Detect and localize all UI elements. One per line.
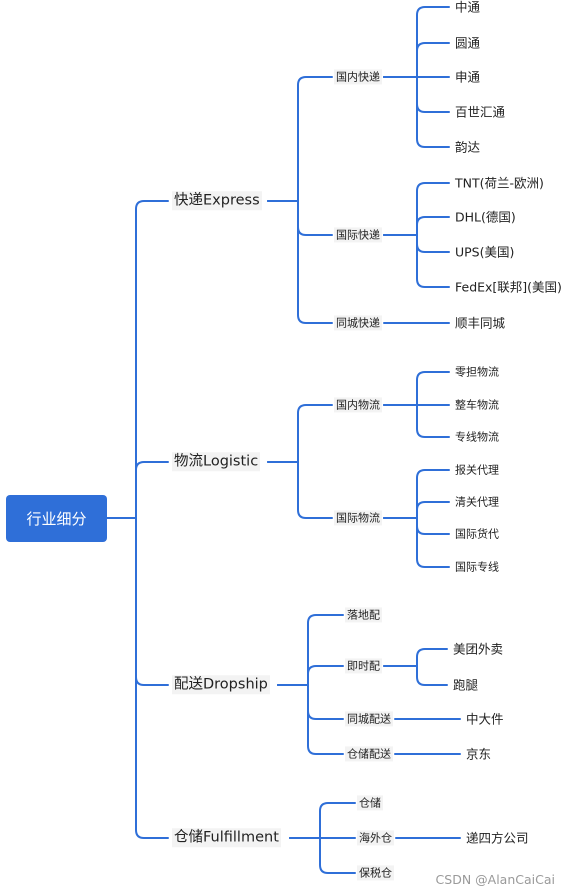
- leaf-node[interactable]: 韵达: [455, 139, 481, 155]
- connector-category-to-leaf: [383, 501, 450, 519]
- connector-category-to-leaf: [383, 517, 450, 568]
- leaf-node[interactable]: 零担物流: [455, 365, 499, 379]
- connector-branch-to-category: [267, 404, 333, 463]
- connector-category-to-leaf: [383, 216, 450, 236]
- leaf-node[interactable]: 国际货代: [455, 527, 499, 541]
- branch-node[interactable]: 快递Express: [172, 191, 262, 211]
- connector-branch-to-category: [277, 614, 344, 686]
- connector-root-to-branch: [106, 200, 169, 519]
- leaf-node[interactable]: 京东: [466, 746, 492, 762]
- category-node[interactable]: 即时配: [345, 658, 382, 674]
- watermark: CSDN @AlanCaiCai: [435, 872, 555, 887]
- connector-category-to-leaf: [383, 234, 450, 288]
- category-node[interactable]: 国际物流: [334, 510, 382, 526]
- category-node[interactable]: 国际快递: [334, 227, 382, 243]
- connector-category-to-leaf: [383, 469, 450, 519]
- category-node[interactable]: 国内快递: [334, 69, 382, 85]
- connector-category-to-leaf: [383, 371, 450, 406]
- connector-category-to-leaf: [383, 182, 450, 236]
- category-node[interactable]: 仓储配送: [345, 746, 393, 762]
- leaf-node[interactable]: 中大件: [466, 711, 504, 727]
- category-node[interactable]: 保税仓: [357, 865, 394, 881]
- leaf-node[interactable]: 申通: [455, 69, 481, 85]
- branch-node[interactable]: 配送Dropship: [172, 675, 270, 695]
- category-node[interactable]: 落地配: [345, 607, 382, 623]
- connector-category-to-leaf: [383, 76, 450, 148]
- leaf-node[interactable]: 圆通: [455, 35, 481, 51]
- category-node[interactable]: 国内物流: [334, 397, 382, 413]
- leaf-node[interactable]: UPS(美国): [455, 244, 515, 260]
- leaf-node[interactable]: 国际专线: [455, 560, 499, 574]
- connector-branch-to-category: [277, 665, 344, 686]
- leaf-node[interactable]: 顺丰同城: [455, 315, 506, 331]
- category-node[interactable]: 海外仓: [357, 830, 394, 846]
- connector-root-to-branch: [106, 517, 169, 686]
- leaf-node[interactable]: 报关代理: [455, 463, 499, 477]
- root-node[interactable]: 行业细分: [6, 495, 107, 542]
- connector-category-to-leaf: [383, 648, 448, 667]
- leaf-node[interactable]: 美团外卖: [453, 641, 504, 657]
- connector-branch-to-category: [289, 802, 356, 839]
- leaf-node[interactable]: 整车物流: [455, 398, 499, 412]
- connector-branch-to-category: [289, 837, 356, 874]
- connector-category-to-leaf: [383, 665, 448, 686]
- connector-branch-to-category: [277, 684, 344, 755]
- leaf-node[interactable]: DHL(德国): [455, 209, 516, 225]
- connector-category-to-leaf: [383, 404, 450, 438]
- category-node[interactable]: 仓储: [357, 795, 383, 811]
- leaf-node[interactable]: 跑腿: [453, 677, 479, 693]
- connector-branch-to-category: [267, 461, 333, 519]
- connector-branch-to-category: [267, 76, 333, 202]
- leaf-node[interactable]: FedEx[联邦](美国): [455, 279, 562, 295]
- connector-branch-to-category: [277, 684, 344, 720]
- leaf-node[interactable]: 百世汇通: [455, 104, 506, 120]
- connector-branch-to-category: [267, 200, 333, 324]
- leaf-node[interactable]: 清关代理: [455, 495, 499, 509]
- connector-root-to-branch: [106, 517, 169, 839]
- leaf-node[interactable]: 专线物流: [455, 430, 499, 444]
- connector-category-to-leaf: [383, 6, 450, 78]
- leaf-node[interactable]: 递四方公司: [466, 830, 529, 846]
- category-node[interactable]: 同城配送: [345, 711, 393, 727]
- category-node[interactable]: 同城快递: [334, 315, 382, 331]
- branch-node[interactable]: 仓储Fulfillment: [172, 828, 281, 848]
- connector-root-to-branch: [106, 461, 169, 519]
- branch-node[interactable]: 物流Logistic: [172, 452, 261, 472]
- connector-category-to-leaf: [383, 42, 450, 78]
- leaf-node[interactable]: TNT(荷兰-欧洲): [455, 175, 544, 191]
- leaf-node[interactable]: 中通: [455, 0, 481, 15]
- connector-branch-to-category: [267, 200, 333, 236]
